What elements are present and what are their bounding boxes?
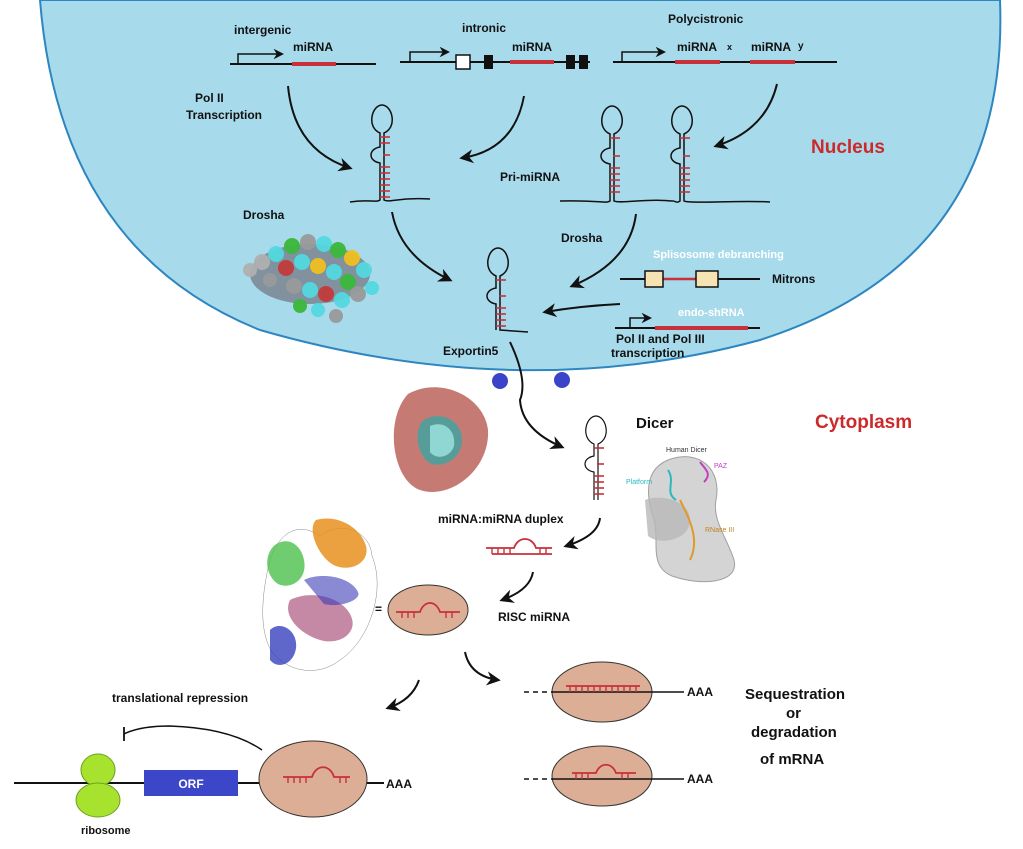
human-dicer-label: Human Dicer — [666, 447, 708, 454]
or-label: or — [786, 705, 801, 722]
mirna-label: miRNA — [512, 40, 552, 54]
sequestration-label: Sequestration — [745, 686, 845, 703]
rnase-label: RNase III — [705, 527, 734, 534]
pri-mirna-label: Pri-miRNA — [500, 170, 560, 184]
polycistronic-label: Polycistronic — [668, 12, 744, 26]
cytoplasm-label: Cytoplasm — [815, 412, 912, 433]
pri-mirna-hairpin — [559, 105, 671, 203]
y-label: y — [798, 41, 804, 52]
exportin5-label: Exportin5 — [443, 344, 499, 358]
ribosome — [75, 753, 121, 818]
intronic-gene: intronic miRNA — [400, 21, 590, 70]
x-label: x — [727, 42, 732, 52]
risc-label: RISC miRNA — [498, 610, 570, 624]
pol2-label: Pol II — [195, 91, 224, 105]
risc-complex — [387, 584, 469, 636]
polya-label: AAA — [687, 685, 713, 699]
ribosome-label: ribosome — [81, 825, 131, 837]
mirna-duplex — [486, 538, 552, 555]
drosha-protein-structure — [243, 234, 379, 323]
pri-mirna-hairpin — [669, 105, 771, 203]
equals-sign: = — [375, 602, 382, 616]
platform-label: Platform — [626, 479, 652, 486]
intergenic-gene: intergenic miRNA — [230, 23, 376, 66]
endo-shrna-gene — [615, 312, 760, 330]
polycistronic-gene: Polycistronic miRNA x miRNA y — [613, 12, 837, 64]
drosha-step-label: Drosha — [561, 231, 603, 245]
drosha-protein-label: Drosha — [243, 208, 285, 222]
paz-label: PAZ — [714, 463, 728, 470]
mirna-label: miRNA — [293, 40, 333, 54]
polya-label: AAA — [687, 772, 713, 786]
mirna-x-label: miRNA — [677, 40, 717, 54]
intronic-label: intronic — [462, 21, 506, 35]
human-dicer-structure: Human Dicer Platform PAZ RNase III — [626, 447, 735, 583]
splisosome-label: Splisosome debranching — [653, 249, 784, 261]
duplex-label: miRNA:miRNA duplex — [438, 512, 564, 526]
mitron-gene — [620, 270, 760, 288]
endo-shrna-label: endo-shRNA — [678, 307, 745, 319]
risc-sequestration — [524, 661, 684, 723]
degradation-label: degradation — [751, 724, 837, 741]
dicer-label: Dicer — [636, 415, 674, 432]
intergenic-label: intergenic — [234, 23, 292, 37]
risc-on-mrna — [258, 740, 368, 818]
orf-label: ORF — [178, 777, 203, 791]
risc-degradation — [524, 745, 684, 807]
transcription-label-2: transcription — [611, 346, 684, 360]
mitrons-label: Mitrons — [772, 272, 816, 286]
nuclear-pore — [492, 373, 508, 389]
transcription-label: Transcription — [186, 108, 262, 122]
nuclear-pore — [554, 372, 570, 388]
nucleus-label: Nucleus — [811, 137, 885, 158]
pre-mirna-hairpin — [486, 247, 529, 333]
of-mrna-label: of mRNA — [760, 751, 824, 768]
exportin5-structure — [393, 387, 489, 492]
risc-structure — [262, 518, 378, 671]
mirna-y-label: miRNA — [751, 40, 791, 54]
polya-label: AAA — [386, 777, 412, 791]
pol2-pol3-label: Pol II and Pol III — [616, 332, 705, 346]
translational-repression-label: translational repression — [112, 691, 248, 705]
nucleus-membrane — [38, 0, 1002, 372]
pri-mirna-hairpin — [349, 104, 431, 203]
orf-box — [144, 770, 238, 796]
pre-mirna-cytoplasm — [584, 415, 607, 500]
